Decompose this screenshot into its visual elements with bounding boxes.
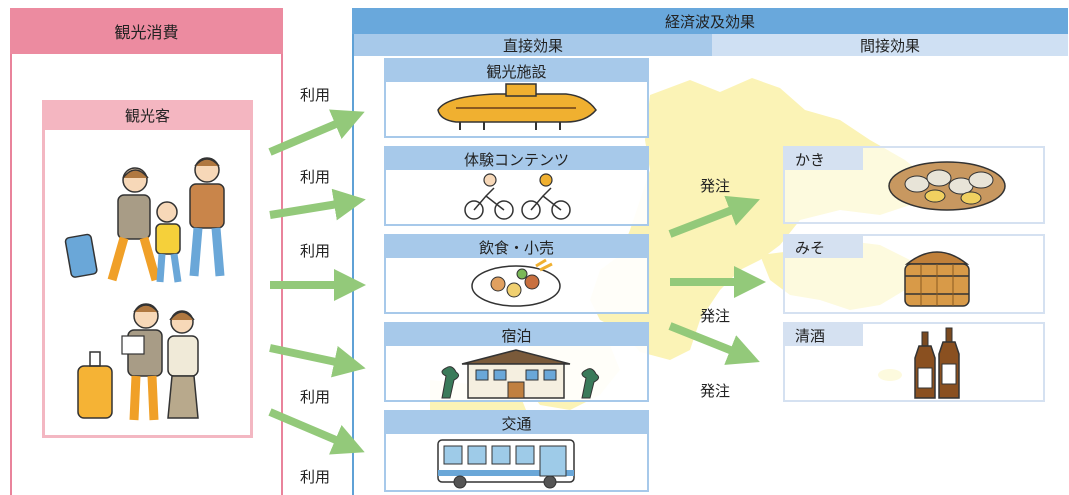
facility-label: 宿泊 bbox=[386, 324, 647, 346]
use-label: 利用 bbox=[300, 242, 331, 260]
facility-tourist-sites: 観光施設 bbox=[384, 58, 649, 138]
facility-label: 体験コンテンツ bbox=[386, 148, 647, 170]
food-platter-icon bbox=[471, 258, 561, 307]
facility-experience-content: 体験コンテンツ bbox=[384, 146, 649, 226]
facility-label: 交通 bbox=[386, 412, 647, 434]
cyclists-icon bbox=[464, 173, 571, 220]
oysters-icon bbox=[888, 161, 1006, 211]
submarine-icon bbox=[437, 83, 597, 130]
tourism-consumption-title: 観光消費 bbox=[10, 8, 283, 54]
use-label: 利用 bbox=[300, 86, 331, 104]
indirect-miso: みそ bbox=[783, 234, 1045, 314]
direct-effect-title: 直接効果 bbox=[354, 34, 712, 56]
facility-label: 観光施設 bbox=[386, 60, 647, 82]
tourist-family-icon bbox=[64, 157, 225, 283]
tourist-couple-icon bbox=[77, 303, 199, 421]
facility-label: 飲食・小売 bbox=[386, 236, 647, 258]
order-label: 発注 bbox=[700, 382, 731, 400]
indirect-label: みそ bbox=[785, 236, 863, 258]
order-label: 発注 bbox=[700, 177, 731, 195]
indirect-oysters: かき bbox=[783, 146, 1045, 224]
bus-icon bbox=[437, 439, 575, 489]
miso-barrel-icon bbox=[904, 251, 970, 307]
inn-building-icon bbox=[441, 349, 600, 399]
use-label: 利用 bbox=[300, 468, 331, 486]
order-label: 発注 bbox=[700, 307, 731, 325]
indirect-effect-title: 間接効果 bbox=[712, 34, 1068, 56]
facility-lodging: 宿泊 bbox=[384, 322, 649, 402]
indirect-label: かき bbox=[785, 148, 863, 170]
use-label: 利用 bbox=[300, 388, 331, 406]
economic-ripple-title: 経済波及効果 bbox=[352, 8, 1068, 34]
use-label: 利用 bbox=[300, 168, 331, 186]
facility-transport: 交通 bbox=[384, 410, 649, 492]
facility-food-retail: 飲食・小売 bbox=[384, 234, 649, 314]
tourist-title: 観光客 bbox=[42, 100, 253, 130]
indirect-label: 清酒 bbox=[785, 324, 863, 346]
indirect-sake: 清酒 bbox=[783, 322, 1045, 402]
sake-bottles-icon bbox=[914, 327, 960, 399]
